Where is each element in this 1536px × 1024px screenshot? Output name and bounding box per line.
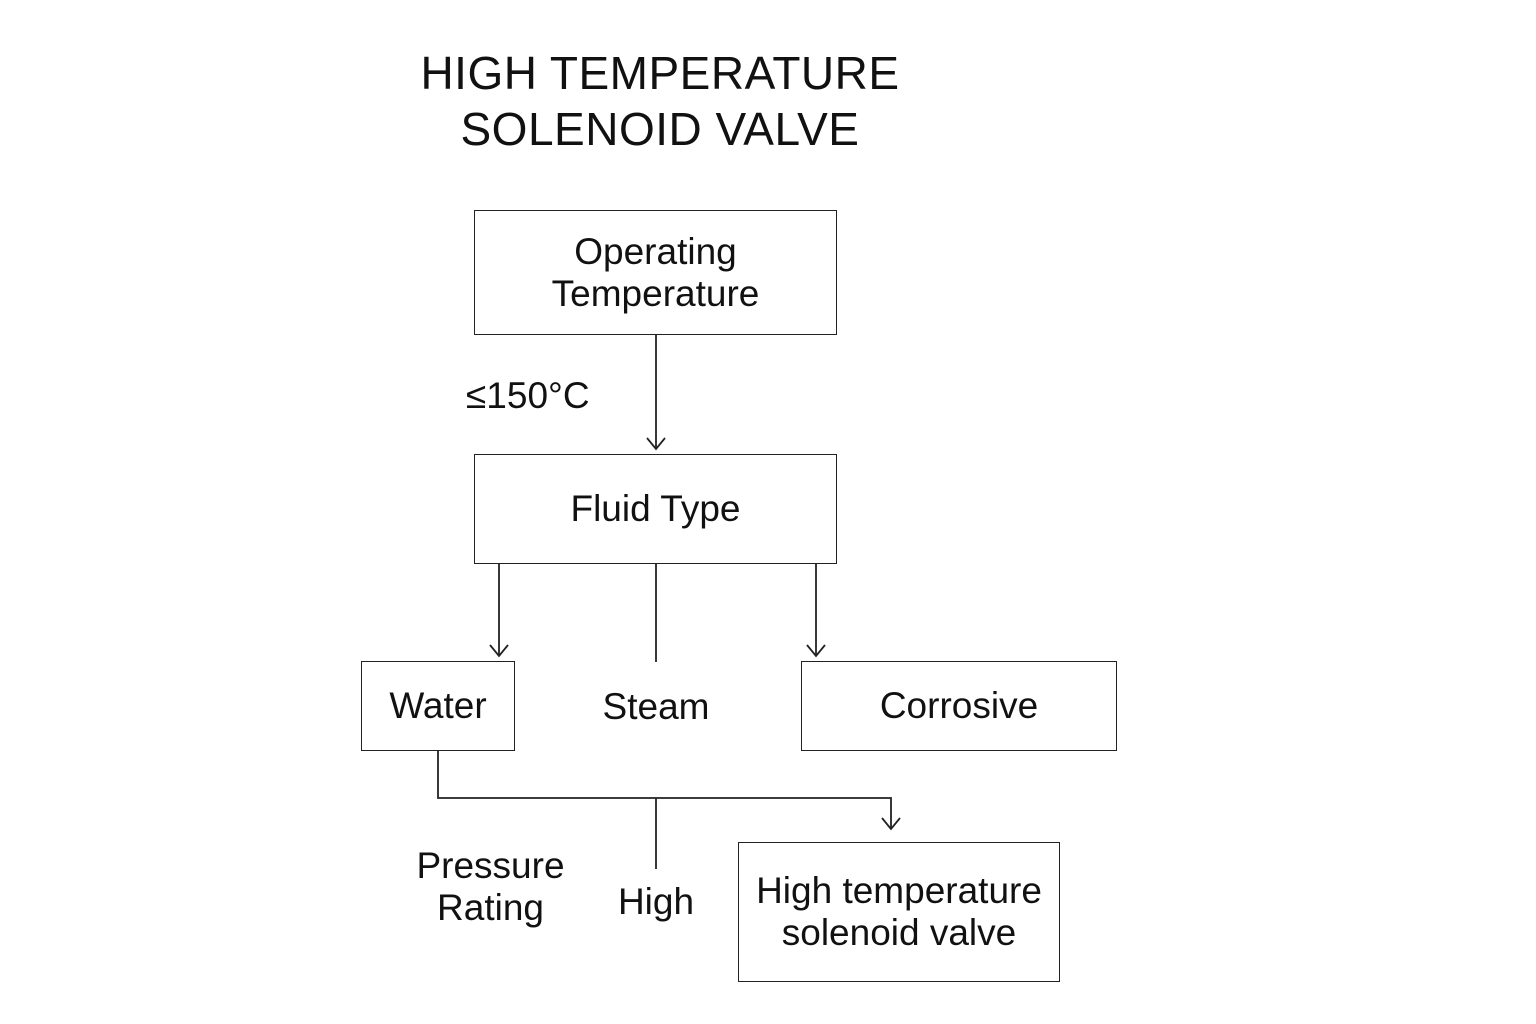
connector-water-to-result [437,751,892,829]
operating-temperature-label-line-2: Temperature [551,272,760,314]
arrowhead-result [881,817,901,831]
pressure-rating-line-1: Pressure [416,845,565,886]
corrosive-label: Corrosive [879,685,1039,726]
arrowhead-corrosive [806,644,826,658]
pressure-high-label: High [617,881,695,922]
result-label-line-1: High temperature [756,870,1042,911]
steam-label: Steam [602,686,710,727]
arrowhead-fluid-type [646,437,666,451]
diagram-title-line-1: HIGH TEMPERATURE [420,47,900,99]
result-label-line-2: solenoid valve [781,912,1017,953]
fluid-type-box: Fluid Type [474,454,837,564]
result-box: High temperature solenoid valve [738,842,1060,982]
corrosive-box: Corrosive [801,661,1117,751]
pressure-rating-label: Pressure Rating [408,845,573,929]
temperature-condition-label: ≤150°C [466,375,590,416]
fluid-type-label: Fluid Type [570,488,741,529]
diagram-title-line-2: SOLENOID VALVE [460,103,860,155]
operating-temperature-label-line-1: Operating [574,230,737,272]
arrowhead-water [489,644,509,658]
water-label: Water [389,685,487,726]
pressure-rating-line-2: Rating [437,887,544,928]
water-box: Water [361,661,515,751]
operating-temperature-box: Operating Temperature [474,210,837,335]
